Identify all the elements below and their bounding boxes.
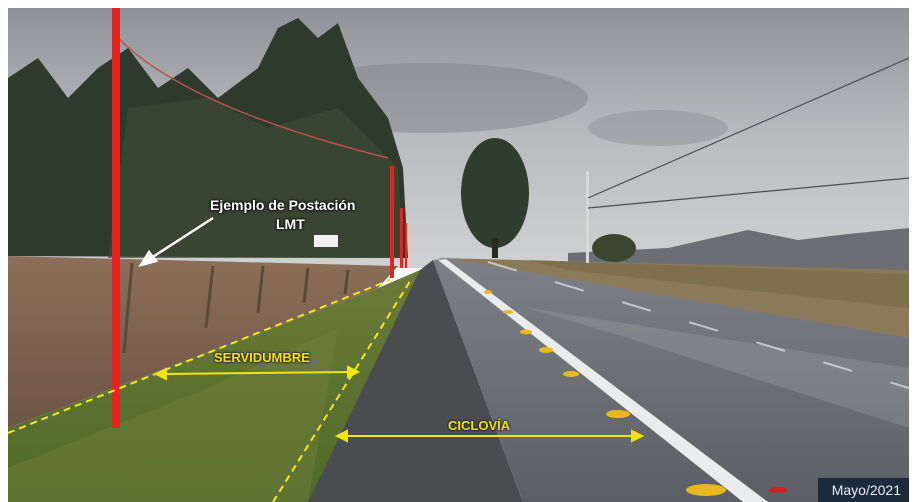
road-edge-line xyxy=(438,259,768,502)
date-stamp: Mayo/2021 xyxy=(817,478,909,502)
fence xyxy=(122,262,350,354)
lmt-pole-near xyxy=(112,8,120,428)
road-scene xyxy=(8,8,909,502)
servidumbre-boundary-right xyxy=(272,277,413,502)
mountains xyxy=(568,228,909,270)
servidumbre-arrow xyxy=(153,365,361,381)
left-field xyxy=(8,256,398,428)
road-studs xyxy=(484,290,726,496)
postacion-pointer-arrow xyxy=(138,216,214,268)
servidumbre-label: SERVIDUMBRE xyxy=(214,350,310,365)
postacion-label-line2: LMT xyxy=(276,216,305,232)
road-photo: Ejemplo de Postación LMT SERVIDUMBRE CIC… xyxy=(8,8,909,502)
lone-tree xyxy=(461,138,529,248)
postacion-label-line1: Ejemplo de Postación xyxy=(210,197,356,213)
ciclovia-label: CICLOVÍA xyxy=(448,418,511,433)
lmt-pole-far xyxy=(390,166,394,278)
cycle-path xyxy=(308,260,523,502)
servidumbre-boundary-left xyxy=(8,279,391,434)
road xyxy=(433,258,909,502)
ciclovia-arrow xyxy=(334,429,645,443)
